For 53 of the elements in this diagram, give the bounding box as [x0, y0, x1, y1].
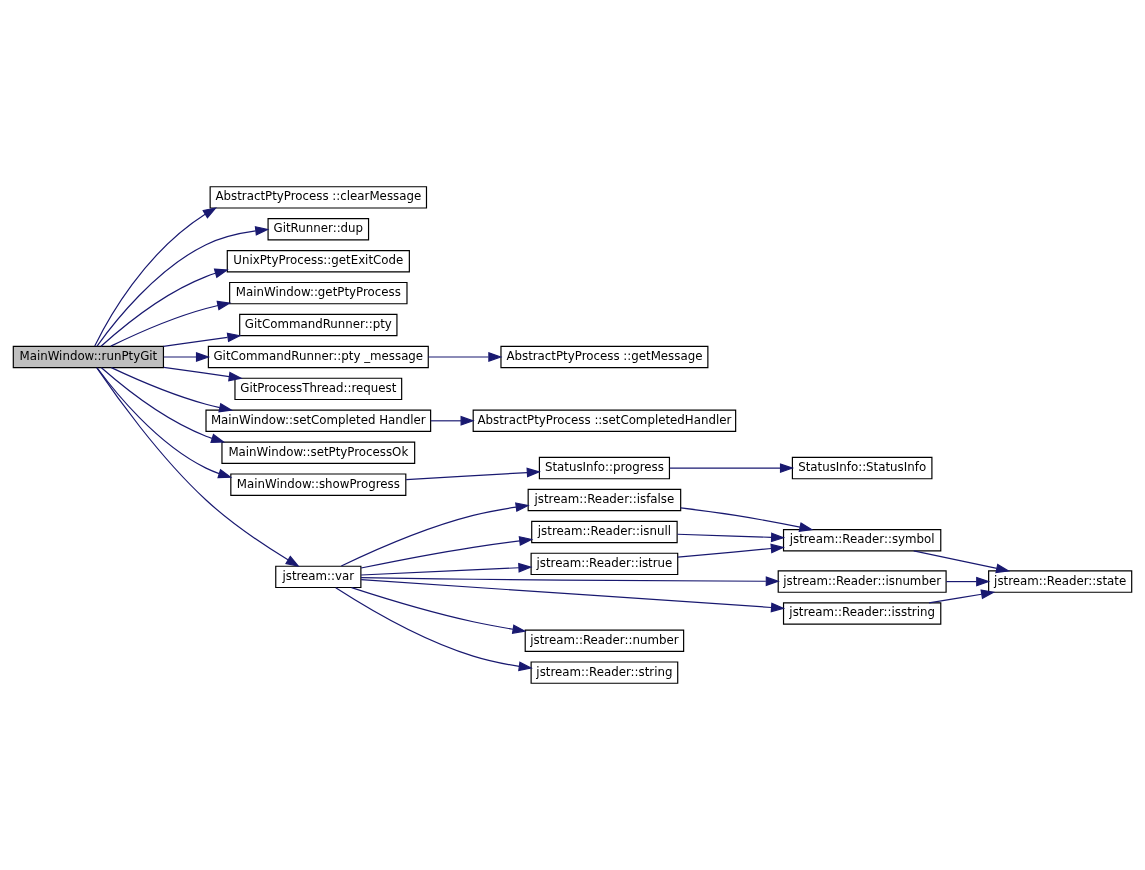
arrow — [669, 463, 795, 474]
arrow — [100, 367, 226, 444]
node-box: jstream::Reader::symbol — [782, 529, 942, 552]
node-box: MainWindow::runPtyGit — [12, 345, 165, 369]
arrow — [94, 207, 218, 347]
node-box: MainWindow::getPtyProcess — [229, 281, 408, 305]
arrow — [677, 543, 785, 558]
arrow — [360, 562, 533, 576]
arrow — [162, 332, 242, 347]
node-box: MainWindow::setCompleted Handler — [205, 409, 432, 433]
arrow — [110, 367, 234, 413]
arrow — [680, 507, 814, 532]
arrow — [430, 415, 475, 426]
arrow — [100, 268, 229, 347]
arrow — [96, 225, 270, 347]
arrow — [163, 352, 211, 362]
node-box: jstream::Reader::isnull — [531, 520, 678, 544]
node-box: GitCommandRunner::pty _message — [207, 345, 429, 369]
arrow — [360, 579, 786, 613]
arrow — [360, 536, 534, 569]
node-box: jstream::Reader::isstring — [782, 602, 942, 625]
arrow — [335, 587, 533, 672]
node-box: MainWindow::showProgress — [230, 473, 407, 496]
arrow — [110, 300, 232, 347]
arrow — [945, 576, 991, 587]
node-box: MainWindow::setPtyProcessOk — [221, 441, 416, 464]
node-box: UnixPtyProcess::getExitCode — [226, 250, 410, 273]
arrow — [163, 366, 243, 382]
arrow — [676, 532, 786, 543]
arrow — [350, 587, 527, 635]
node-box: jstream::Reader::state — [988, 570, 1133, 593]
arrow — [928, 589, 996, 604]
arrow — [913, 550, 1011, 574]
node-box: StatusInfo::StatusInfo — [791, 456, 933, 480]
node-box: StatusInfo::progress — [538, 456, 671, 480]
node-box: jstream::Reader::string — [530, 661, 679, 684]
arrow — [340, 502, 530, 567]
node-box: jstream::var — [275, 565, 362, 589]
node-box: jstream::Reader::istrue — [530, 552, 679, 576]
arrow — [405, 467, 541, 481]
node-box: GitProcessThread::request — [234, 377, 403, 401]
node-box: jstream::Reader::isfalse — [527, 488, 682, 512]
arrow — [360, 576, 780, 587]
node-box: jstream::Reader::isnumber — [777, 570, 947, 593]
node-box: jstream::Reader::number — [524, 629, 685, 652]
node-box: AbstractPtyProcess ::setCompletedHandler — [472, 409, 737, 433]
node-box: GitCommandRunner::pty — [239, 313, 398, 337]
arrow — [96, 367, 233, 479]
node-box: AbstractPtyProcess ::getMessage — [500, 345, 709, 369]
arrow — [427, 352, 503, 362]
node-box: AbstractPtyProcess ::clearMessage — [209, 186, 428, 209]
node-box: GitRunner::dup — [267, 218, 370, 241]
arrow — [96, 367, 300, 567]
